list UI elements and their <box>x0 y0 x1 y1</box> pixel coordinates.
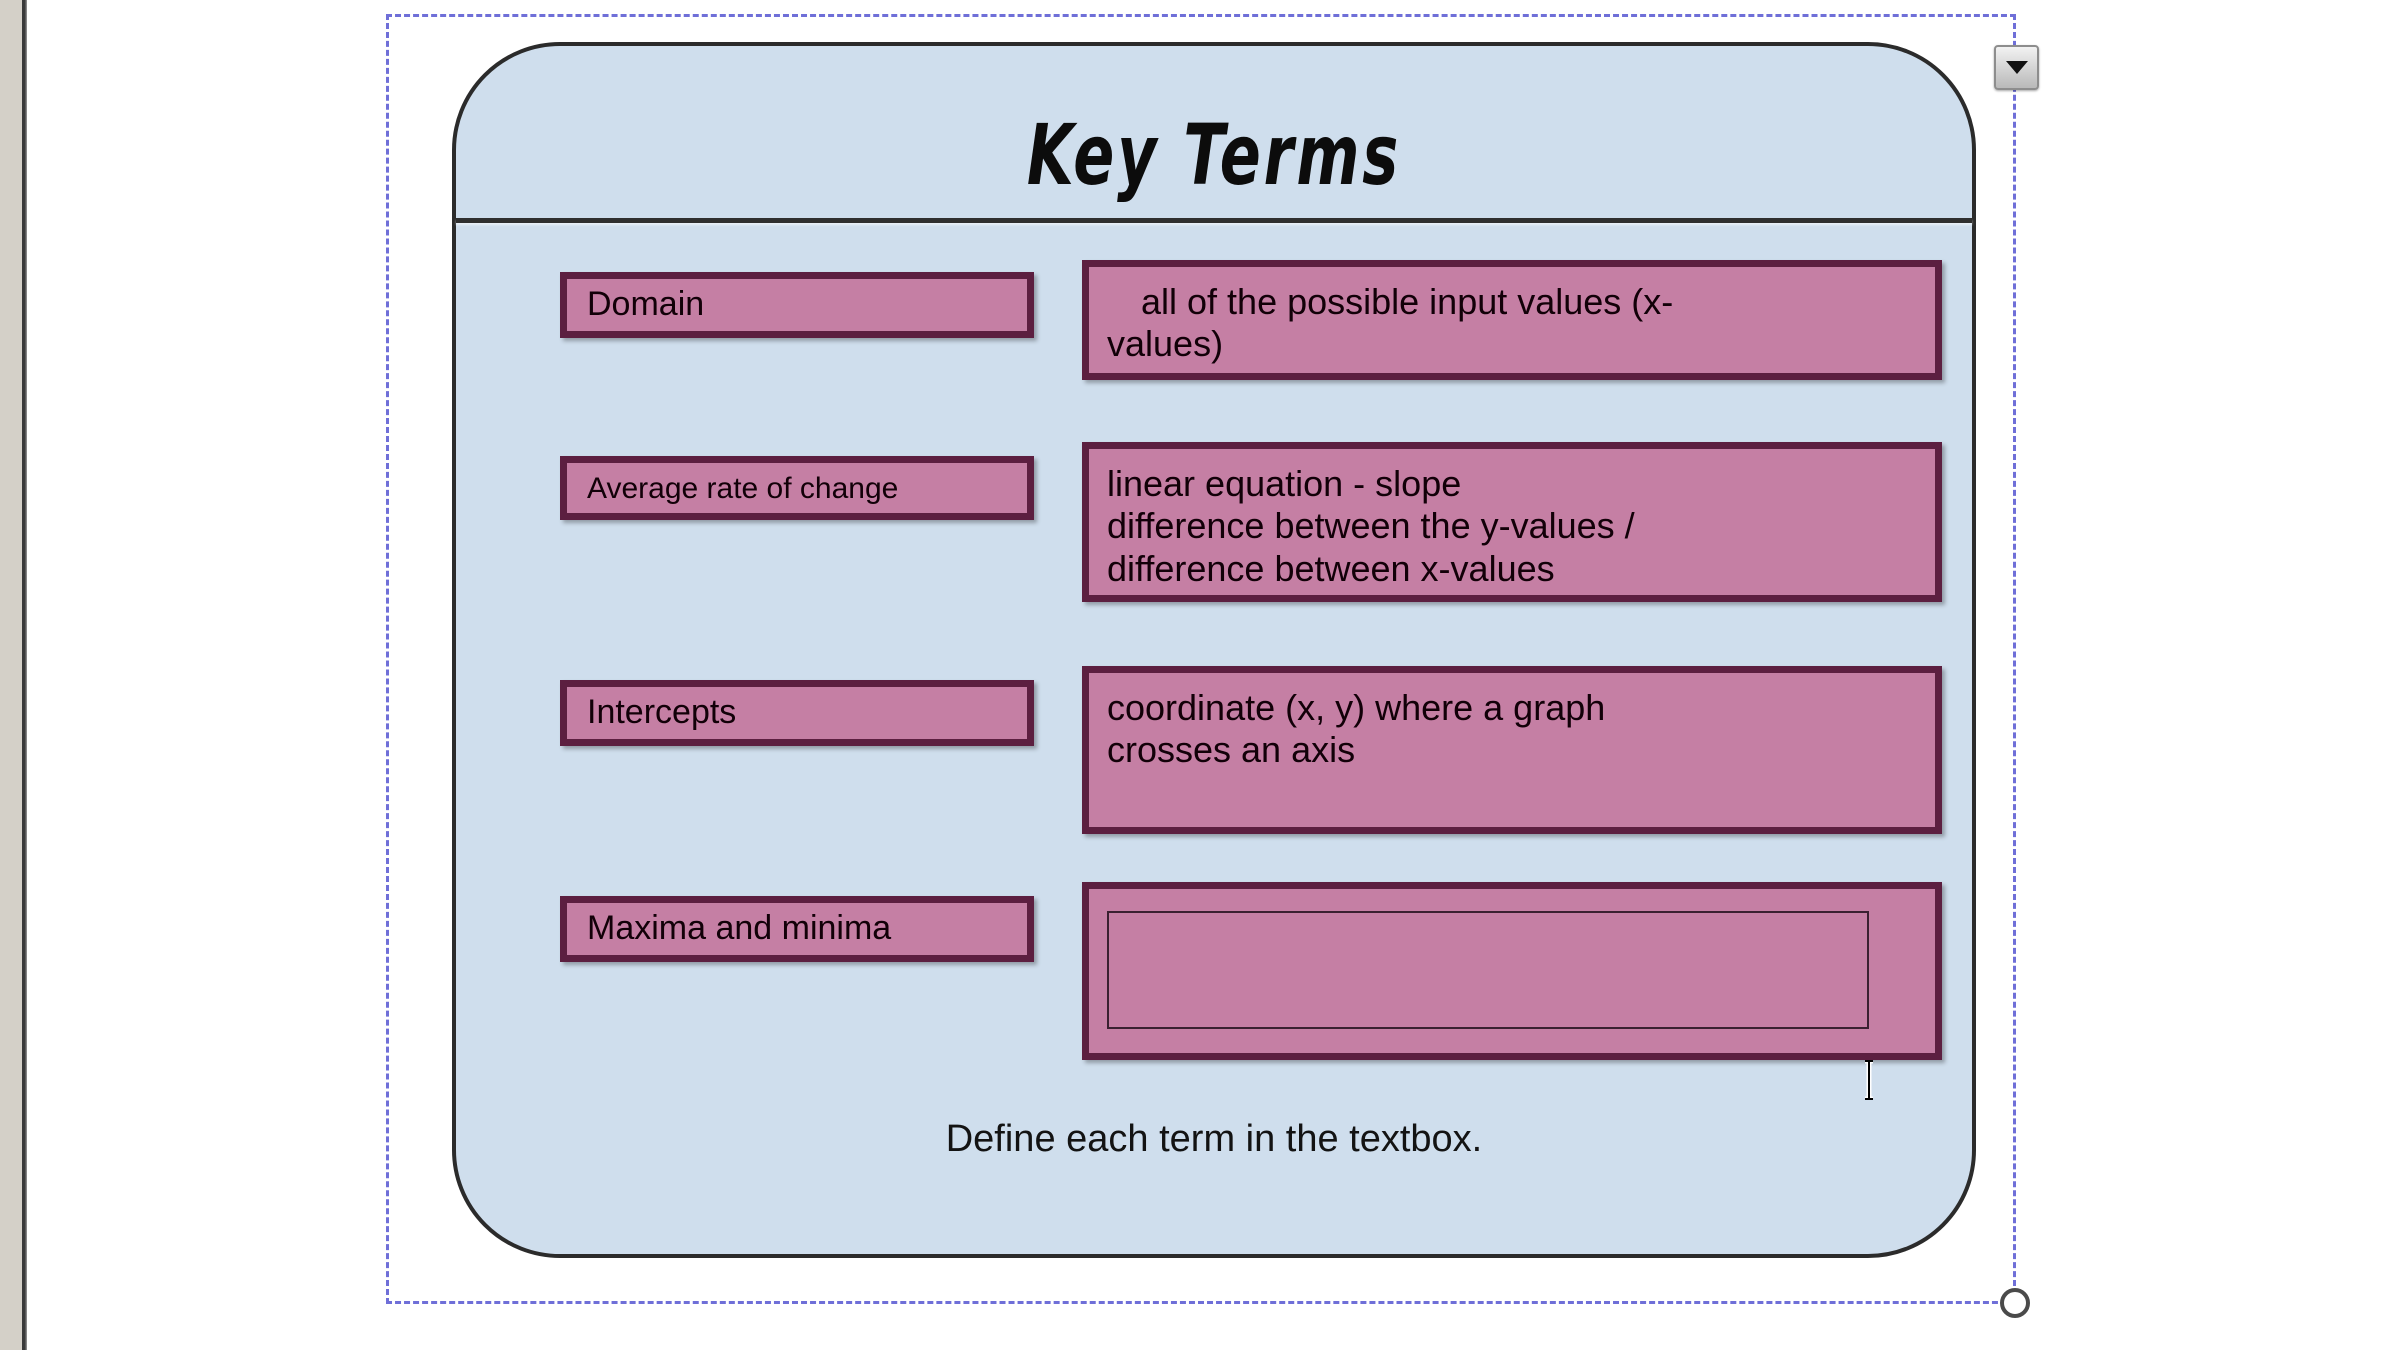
window-left-gutter <box>0 0 22 1350</box>
answer-textbox[interactable] <box>1107 911 1869 1029</box>
term-box-average-rate-of-change[interactable]: Average rate of change <box>560 456 1034 520</box>
term-box-maxima-and-minima[interactable]: Maxima and minima <box>560 896 1034 962</box>
title-divider <box>456 218 1972 223</box>
page-left-edge <box>22 0 27 1350</box>
term-label: Average rate of change <box>587 471 899 505</box>
instruction-caption: Define each term in the textbox. <box>945 1118 1483 1160</box>
dropdown-button[interactable] <box>1994 45 2039 90</box>
definition-text: coordinate (x, y) where a graph crosses … <box>1107 687 1606 771</box>
term-label: Domain <box>587 285 705 324</box>
key-terms-card[interactable]: Key Terms Domain all of the possible inp… <box>452 42 1976 1258</box>
term-label: Intercepts <box>587 693 737 732</box>
definition-box-average-rate-of-change[interactable]: linear equation - slope difference betwe… <box>1082 442 1942 602</box>
chevron-down-icon <box>2005 61 2028 74</box>
definition-text: linear equation - slope difference betwe… <box>1107 463 1635 589</box>
definition-box-domain[interactable]: all of the possible input values (x- val… <box>1082 260 1942 380</box>
definition-text: all of the possible input values (x- val… <box>1107 281 1674 365</box>
terms-table: Domain all of the possible input values … <box>456 46 1972 1254</box>
term-label: Maxima and minima <box>587 909 892 948</box>
resize-handle-bottom-right[interactable] <box>2000 1288 2030 1318</box>
page-title: Key Terms <box>1026 106 1402 204</box>
term-box-intercepts[interactable]: Intercepts <box>560 680 1034 746</box>
definition-box-intercepts[interactable]: coordinate (x, y) where a graph crosses … <box>1082 666 1942 834</box>
definition-box-maxima-and-minima[interactable] <box>1082 882 1942 1060</box>
term-box-domain[interactable]: Domain <box>560 272 1034 338</box>
